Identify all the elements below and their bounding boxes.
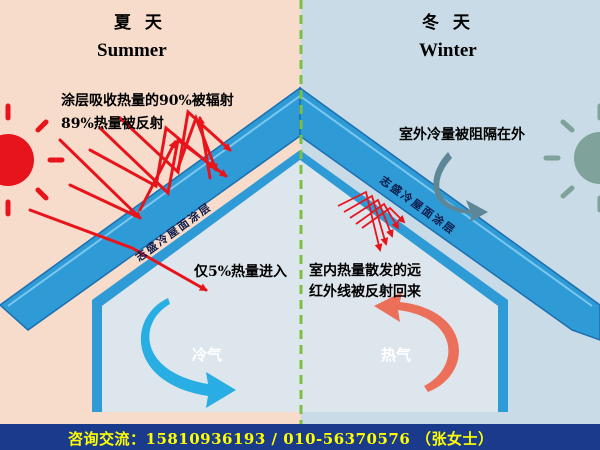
winter-title-cn: 冬 天 bbox=[422, 13, 474, 33]
warm-air-label: 热气 bbox=[381, 346, 412, 364]
summer-absorb-note: 涂层吸收热量的90%被辐射 bbox=[61, 93, 234, 109]
summer-title-cn: 夏 天 bbox=[114, 13, 166, 33]
winter-block-note: 室外冷量被阻隔在外 bbox=[399, 127, 525, 143]
winter-ir-note-line2: 红外线被反射回来 bbox=[309, 284, 421, 300]
infrared-reflect-arrows bbox=[337, 190, 406, 252]
summer-title-en: Summer bbox=[97, 40, 167, 61]
winter-title-en: Winter bbox=[419, 40, 477, 61]
winter-ir-note-line1: 室内热量散发的远 bbox=[309, 263, 421, 279]
solar-ray-arrows bbox=[28, 109, 232, 292]
cold-sun-icon bbox=[543, 103, 600, 213]
contact-info: 咨询交流：15810936193 / 010-56370576 （张女士） bbox=[68, 430, 494, 448]
summer-reflect-note: 89%热量被反射 bbox=[61, 116, 164, 132]
sun-icon bbox=[0, 103, 65, 217]
cold-air-label: 冷气 bbox=[192, 346, 223, 364]
warm-air-flow-icon bbox=[374, 292, 459, 392]
summer-enter-note: 仅5%热量进入 bbox=[194, 264, 288, 280]
cold-air-flow-icon bbox=[140, 298, 236, 408]
contact-bar bbox=[0, 424, 600, 450]
cold-deflect-arrow bbox=[433, 152, 488, 222]
